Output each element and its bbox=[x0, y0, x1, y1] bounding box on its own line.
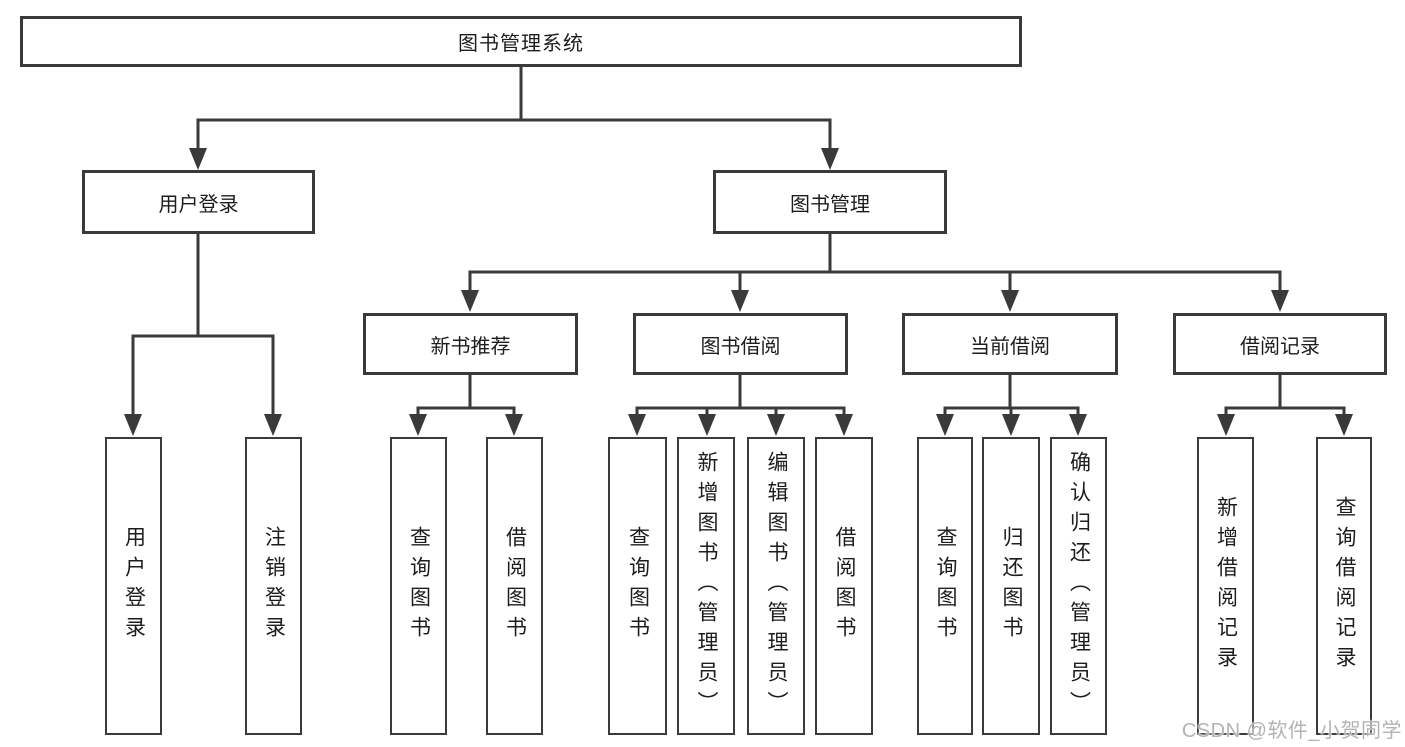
leaf-borrow-books-1: 借阅图书 bbox=[486, 437, 543, 735]
node-library-system: 图书管理系统 bbox=[20, 16, 1022, 67]
node-book-borrowing: 图书借阅 bbox=[633, 313, 848, 375]
leaf-borrow-books-2: 借阅图书 bbox=[815, 437, 873, 735]
leaf-confirm-return-admin: 确认归还（管理员） bbox=[1050, 437, 1107, 735]
node-user-login: 用户登录 bbox=[82, 170, 315, 234]
leaf-logout: 注销登录 bbox=[245, 437, 302, 735]
leaf-add-borrow-record: 新增借阅记录 bbox=[1197, 437, 1254, 735]
leaf-query-borrow-record: 查询借阅记录 bbox=[1316, 437, 1372, 735]
leaf-user-login: 用户登录 bbox=[105, 437, 162, 735]
node-book-management: 图书管理 bbox=[713, 170, 947, 234]
leaf-query-books-2: 查询图书 bbox=[608, 437, 667, 735]
csdn-watermark: CSDN @软件_小贺同学 bbox=[1181, 720, 1402, 742]
node-current-borrowing: 当前借阅 bbox=[902, 313, 1118, 375]
leaf-query-books-3: 查询图书 bbox=[917, 437, 973, 735]
leaf-return-book: 归还图书 bbox=[982, 437, 1040, 735]
node-borrowing-records: 借阅记录 bbox=[1173, 313, 1387, 375]
leaf-add-book-admin: 新增图书（管理员） bbox=[677, 437, 735, 735]
node-new-book-recommend: 新书推荐 bbox=[363, 313, 578, 375]
leaf-edit-book-admin: 编辑图书（管理员） bbox=[747, 437, 805, 735]
leaf-query-books-1: 查询图书 bbox=[390, 437, 447, 735]
